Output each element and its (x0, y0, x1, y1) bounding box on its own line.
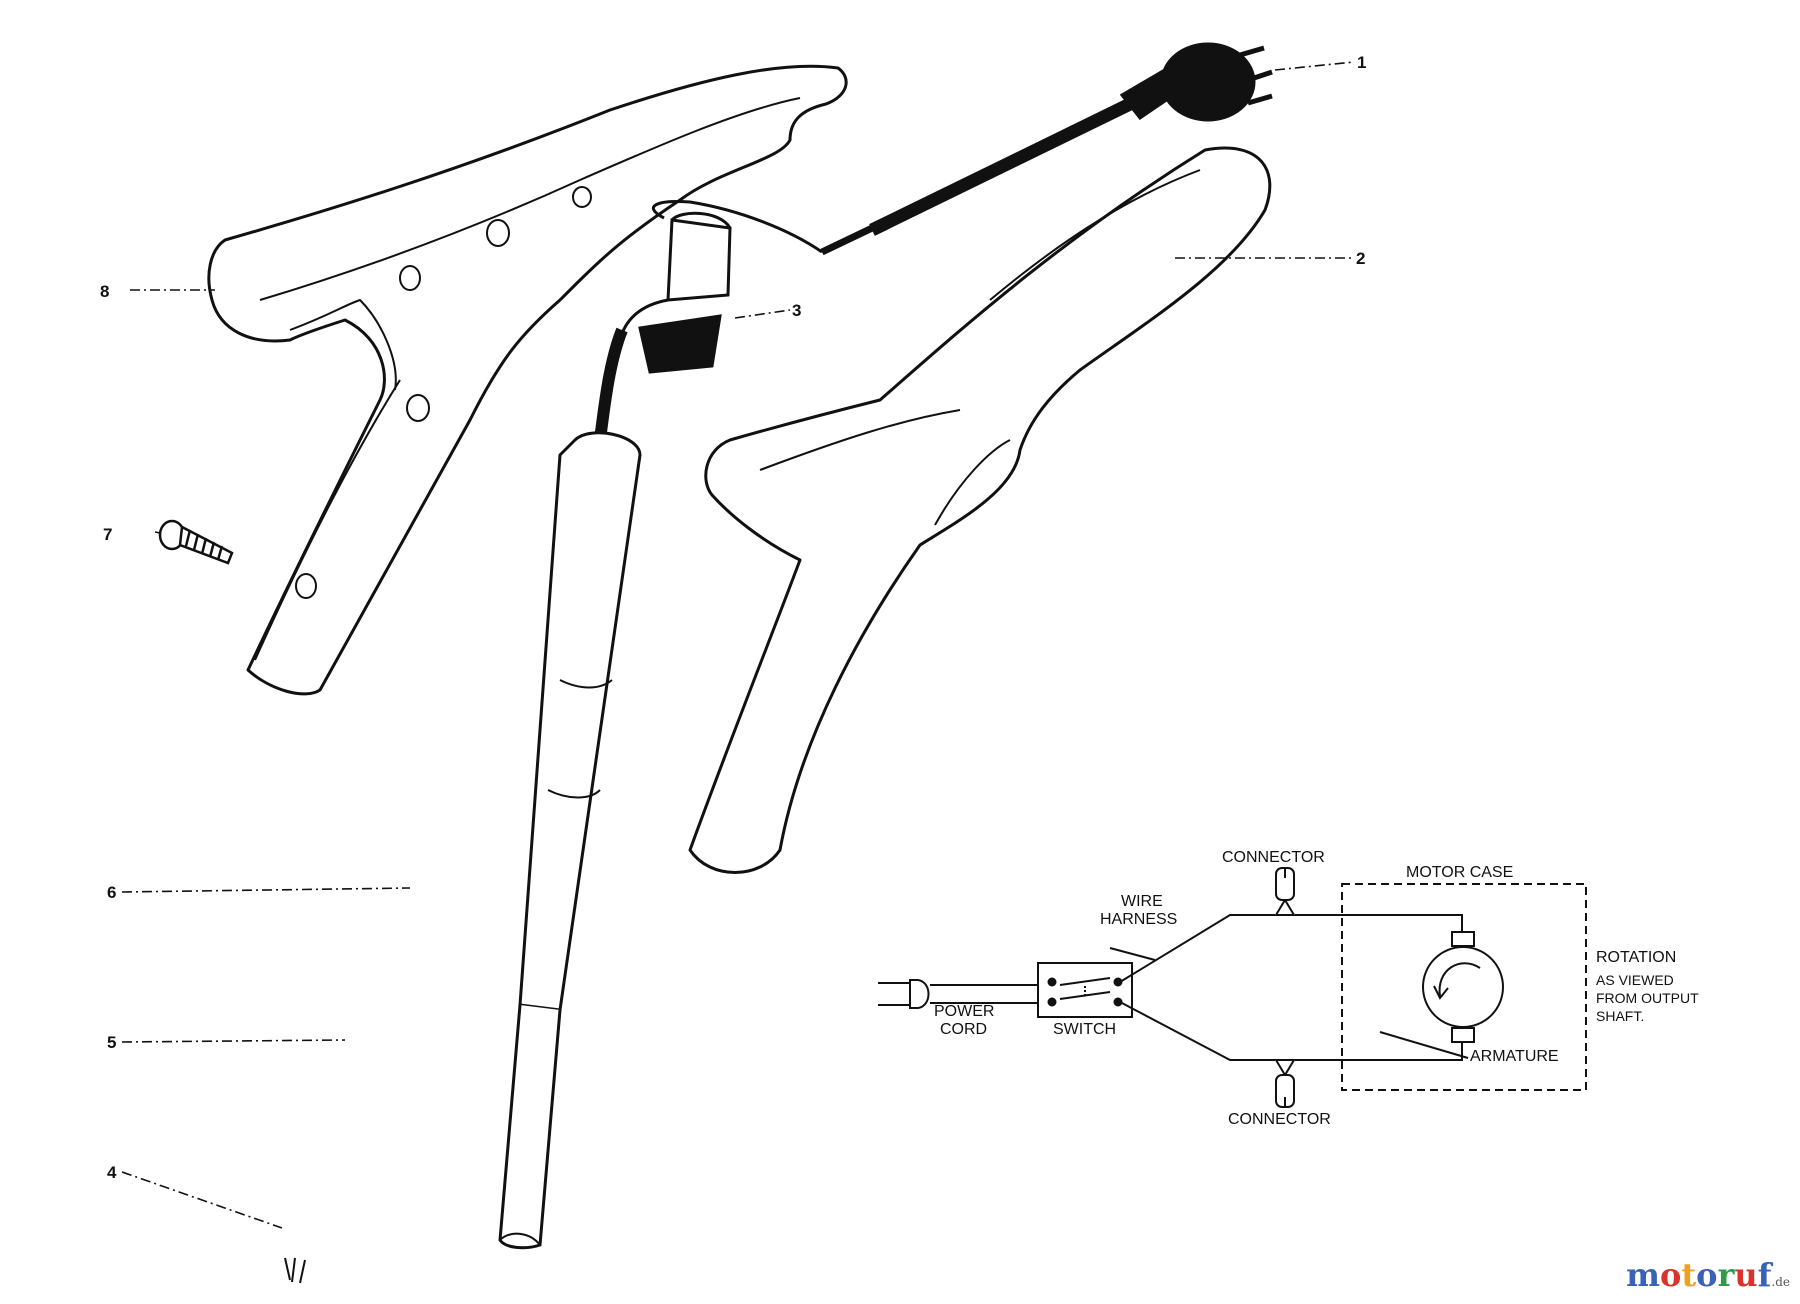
rotation-note-2: FROM OUTPUT (1596, 990, 1699, 1006)
callout-5: 5 (107, 1033, 116, 1052)
armature-symbol (1422, 931, 1504, 1043)
switch (618, 200, 823, 374)
rotation-note-1: AS VIEWED (1596, 972, 1674, 988)
wire-harness-lines (1109, 914, 1469, 1061)
switch-symbol (1037, 962, 1133, 1018)
callout-8: 8 (100, 282, 109, 301)
wire-harness-label-1: WIRE (1121, 893, 1163, 910)
callout-2: 2 (1356, 249, 1365, 268)
callout-7: 7 (103, 525, 112, 544)
watermark-letter: t (1681, 1256, 1697, 1294)
rotation-note-3: SHAFT. (1596, 1008, 1644, 1024)
watermark-letter: o (1660, 1256, 1682, 1294)
callout-leaders (121, 61, 1355, 1229)
watermark-suffix: .de (1771, 1275, 1790, 1289)
switch-label: SWITCH (1053, 1021, 1116, 1038)
power-cord-plug (820, 42, 1273, 256)
watermark-logo: motoruf.de (1626, 1256, 1790, 1294)
screw (158, 519, 234, 565)
connector-top (1274, 867, 1296, 916)
motor-case-label: MOTOR CASE (1406, 864, 1513, 881)
callout-1: 1 (1357, 53, 1366, 72)
connector-bottom-label: CONNECTOR (1228, 1111, 1331, 1128)
callout-6: 6 (107, 883, 116, 902)
power-cord-label-1: POWER (934, 1003, 994, 1020)
wiring-diagram (878, 867, 1587, 1108)
rotation-title: ROTATION (1596, 949, 1676, 966)
callout-3: 3 (792, 301, 801, 320)
watermark-letter: o (1696, 1256, 1718, 1294)
wiring-labels: CONNECTOR CONNECTOR MOTOR CASE WIRE HARN… (934, 849, 1699, 1128)
connector-bottom (1274, 1059, 1296, 1108)
watermark-letter: r (1717, 1256, 1735, 1294)
power-cord-label-2: CORD (940, 1021, 987, 1038)
watermark-letter: m (1626, 1256, 1661, 1294)
motor-case (1341, 883, 1587, 1091)
callout-4: 4 (107, 1163, 117, 1182)
handle-half-left (207, 64, 848, 696)
watermark-letter: f (1757, 1256, 1772, 1294)
wire-harness-label-2: HARNESS (1100, 911, 1177, 928)
armature-label: ARMATURE (1470, 1048, 1559, 1065)
handle-half-right (688, 146, 1272, 874)
power-cord-symbol (878, 979, 1048, 1009)
callout-numbers: 1 2 3 4 5 6 7 8 (100, 53, 1366, 1182)
connector-top-label: CONNECTOR (1222, 849, 1325, 866)
motor-tube (284, 327, 642, 1284)
watermark-letter: u (1734, 1256, 1758, 1294)
